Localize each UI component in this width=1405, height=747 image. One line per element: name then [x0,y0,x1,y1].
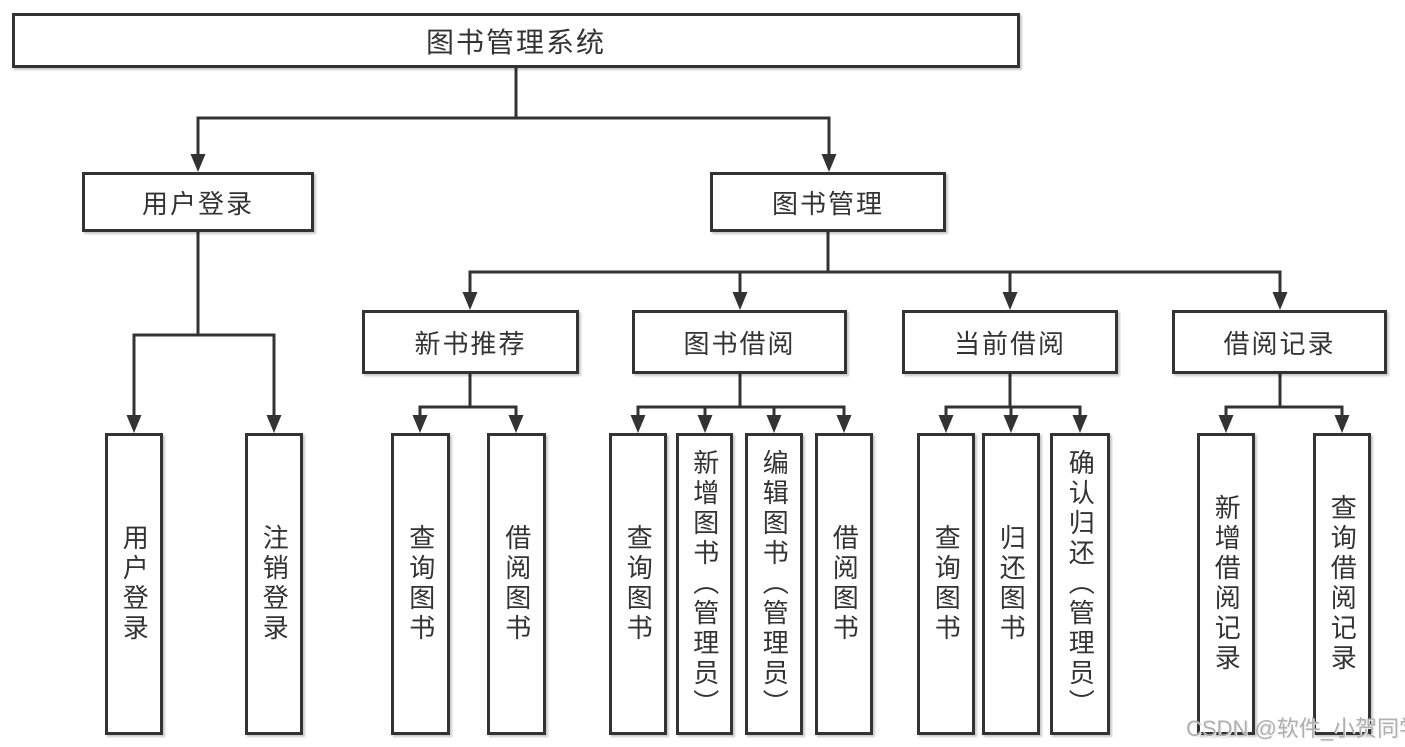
leaf-query-books-recommend: 查询图书 [391,433,450,735]
node-library-management-system: 图书管理系统 [12,13,1020,68]
node-label: 借阅图书 [501,524,532,644]
leaf-logout: 注销登录 [245,433,303,735]
node-borrow-records: 借阅记录 [1172,310,1387,374]
leaf-edit-book-admin: 编辑图书（管理员） [745,433,803,735]
watermark: CSDN @软件_小贺同学 [1186,716,1405,741]
node-label: 确认归还（管理员） [1065,449,1096,719]
node-new-book-recommend: 新书推荐 [362,310,579,374]
leaf-borrow-books-recommend: 借阅图书 [487,433,546,735]
leaf-add-borrow-record: 新增借阅记录 [1197,433,1255,735]
leaf-query-books-current: 查询图书 [917,433,975,735]
node-label: 借阅记录 [1223,328,1336,359]
node-user-login: 用户登录 [82,172,314,232]
node-label: 新增借阅记录 [1211,494,1242,674]
node-book-management: 图书管理 [710,172,946,232]
node-label: 当前借阅 [953,328,1066,359]
node-label: 查询图书 [405,524,436,644]
node-label: 图书管理 [771,188,884,219]
leaf-query-borrow-record: 查询借阅记录 [1313,433,1371,735]
node-label: 新增图书（管理员） [689,449,720,719]
node-label: 用户登录 [141,188,254,219]
arrowheads [126,154,1350,433]
node-label: 新书推荐 [414,328,527,359]
leaf-confirm-return-admin: 确认归还（管理员） [1050,433,1110,735]
node-label: 查询图书 [623,524,654,644]
leaf-query-books-borrow: 查询图书 [609,433,667,735]
node-label: 查询图书 [931,524,962,644]
node-current-borrow: 当前借阅 [902,310,1118,374]
node-label: 图书管理系统 [425,26,606,58]
leaf-borrow-books-borrow: 借阅图书 [815,433,873,735]
leaf-return-book: 归还图书 [982,433,1040,735]
node-label: 编辑图书（管理员） [759,449,790,719]
node-label: 注销登录 [259,524,290,644]
node-label: 查询借阅记录 [1327,494,1358,674]
node-book-borrow: 图书借阅 [632,310,847,374]
node-label: 图书借阅 [683,328,796,359]
leaf-user-login: 用户登录 [105,433,163,735]
node-label: 归还图书 [996,524,1027,644]
node-label: 借阅图书 [829,524,860,644]
leaf-add-book-admin: 新增图书（管理员） [676,433,733,735]
node-label: 用户登录 [119,524,150,644]
